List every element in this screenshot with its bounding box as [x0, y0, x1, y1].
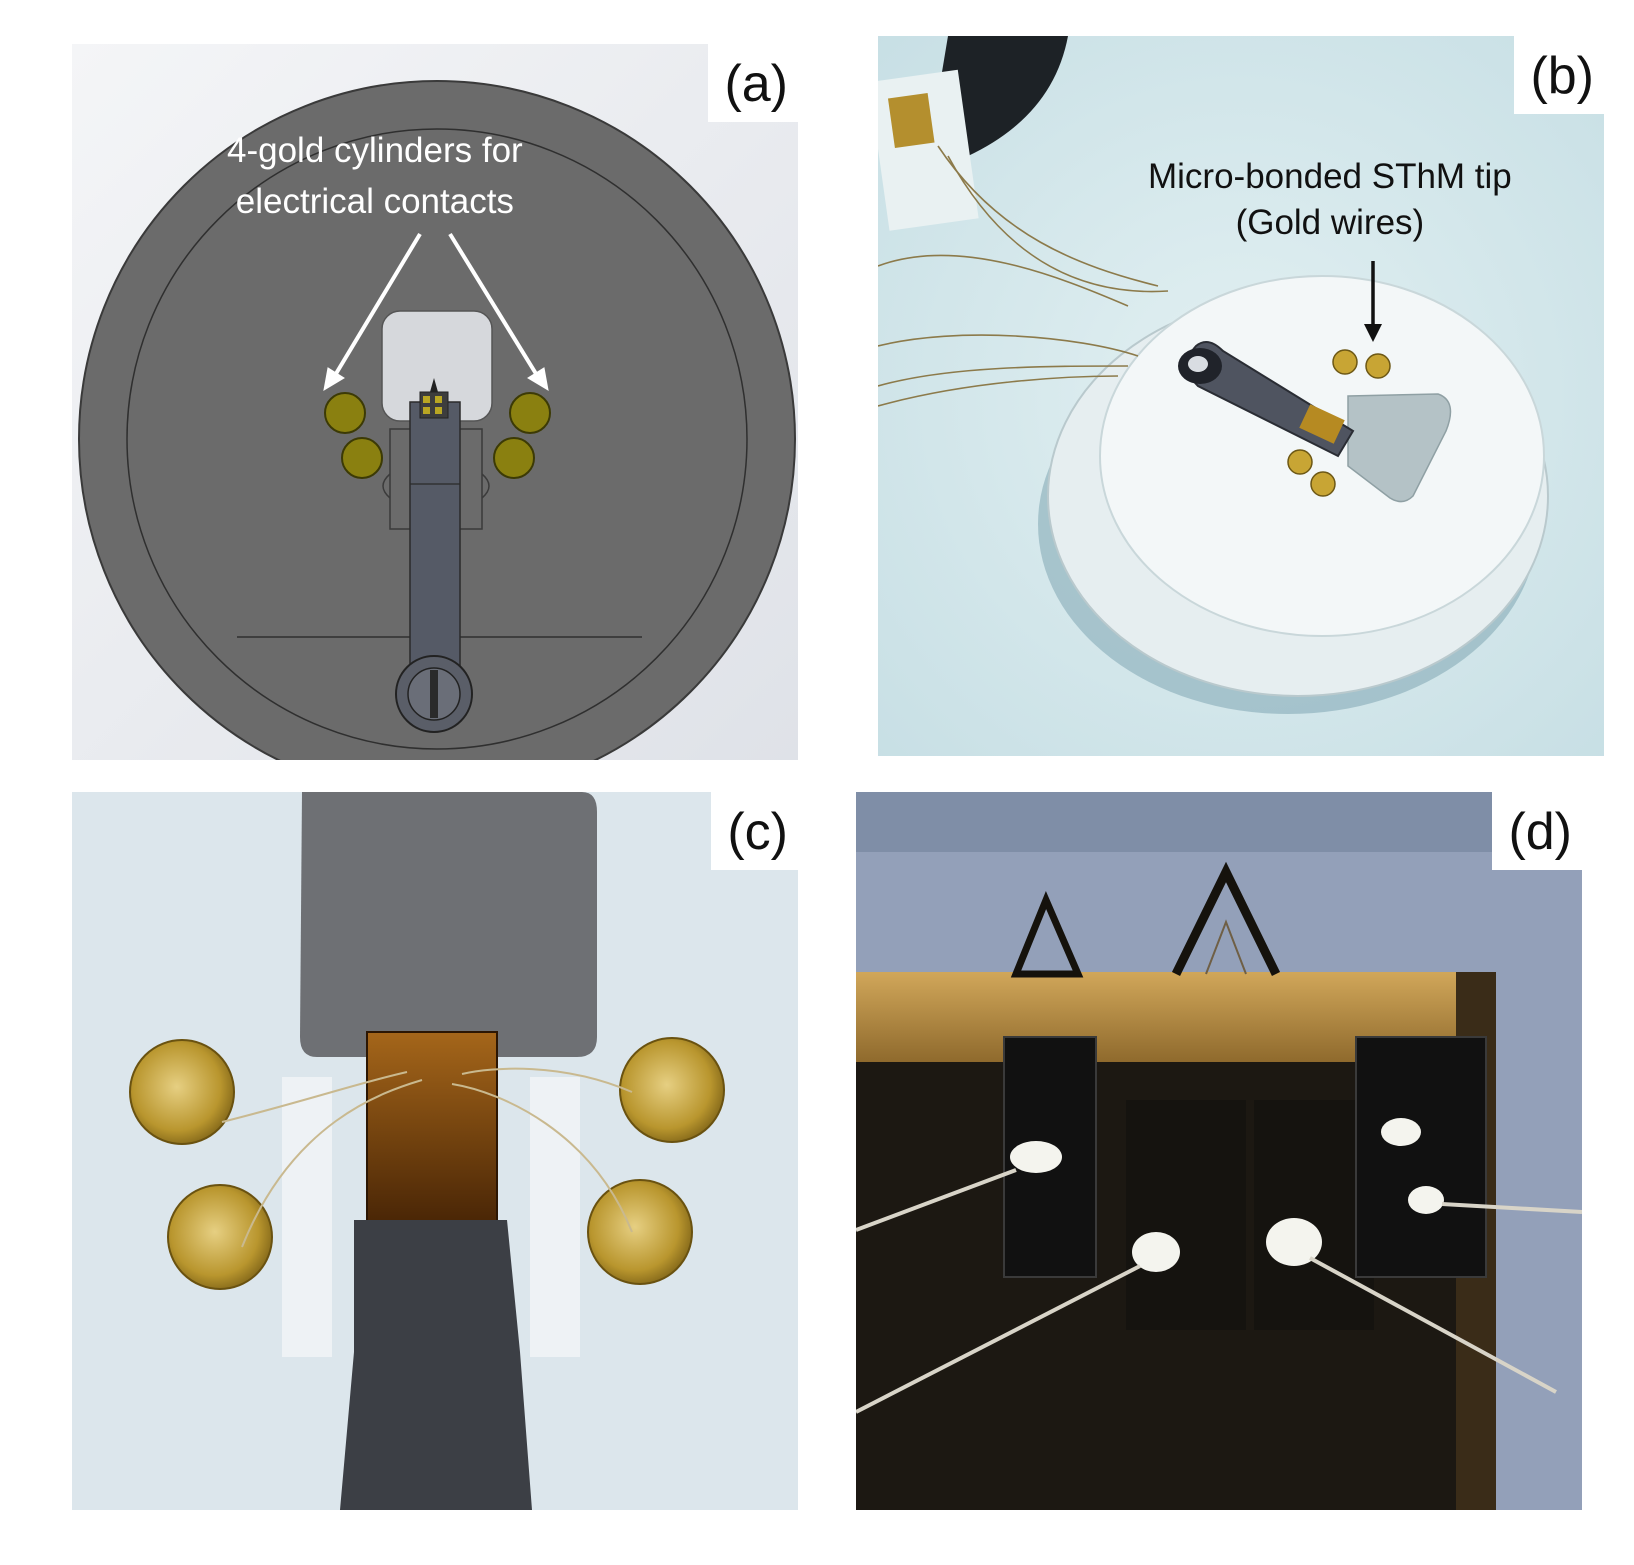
panel-c: (c) [72, 792, 798, 1510]
gold-pad [1365, 353, 1391, 379]
gold-cylinder [619, 1037, 725, 1143]
panel-b: Micro-bonded SThM tip (Gold wires) (b) [878, 36, 1604, 756]
gold-wires [878, 145, 1169, 407]
panel-label-c: (c) [711, 792, 798, 870]
teflon-top [1099, 275, 1545, 637]
tip-annotation: Micro-bonded SThM tip (Gold wires) [1148, 154, 1512, 246]
gold-cylinder [509, 392, 551, 434]
tip-microscope-photo [856, 792, 1582, 1510]
panel-label-a: (a) [708, 44, 798, 122]
gold-cylinder [129, 1039, 235, 1145]
annotation-line-1: Micro-bonded SThM tip [1148, 157, 1512, 196]
gold-cylinder [324, 392, 366, 434]
cad-holder-drawing [72, 44, 798, 760]
bond-wires [856, 1168, 1582, 1414]
gold-cylinder [341, 437, 383, 479]
bond-wires [221, 1067, 633, 1248]
annotation-line-1: 4-gold cylinders for [227, 131, 523, 170]
annotation-line-2: (Gold wires) [1235, 203, 1425, 243]
gold-cylinders-annotation: 4-gold cylinders for electrical contacts [227, 126, 523, 228]
sthm-tip [1171, 861, 1281, 976]
annotation-arrows [323, 232, 549, 391]
gold-cylinder [493, 437, 535, 479]
gold-pad [1287, 449, 1313, 475]
holder-photo [878, 36, 1604, 756]
panel-label-d: (d) [1492, 792, 1582, 870]
panel-label-b: (b) [1514, 36, 1604, 114]
sthm-chip [366, 1031, 498, 1223]
gold-pad [1332, 349, 1358, 375]
panel-d: (d) [856, 792, 1582, 1510]
gold-pad [1310, 471, 1336, 497]
gold-cylinder [167, 1184, 273, 1290]
contacts-closeup-photo [72, 792, 798, 1510]
annotation-line-2: electrical contacts [235, 181, 514, 221]
gold-cylinder [587, 1179, 693, 1285]
panel-a: 4-gold cylinders for electrical contacts… [72, 44, 798, 760]
holder-inner-ring [126, 128, 748, 750]
wire-bonds [1010, 1118, 1444, 1272]
probe-arm [409, 401, 461, 693]
small-tip [1010, 890, 1084, 978]
